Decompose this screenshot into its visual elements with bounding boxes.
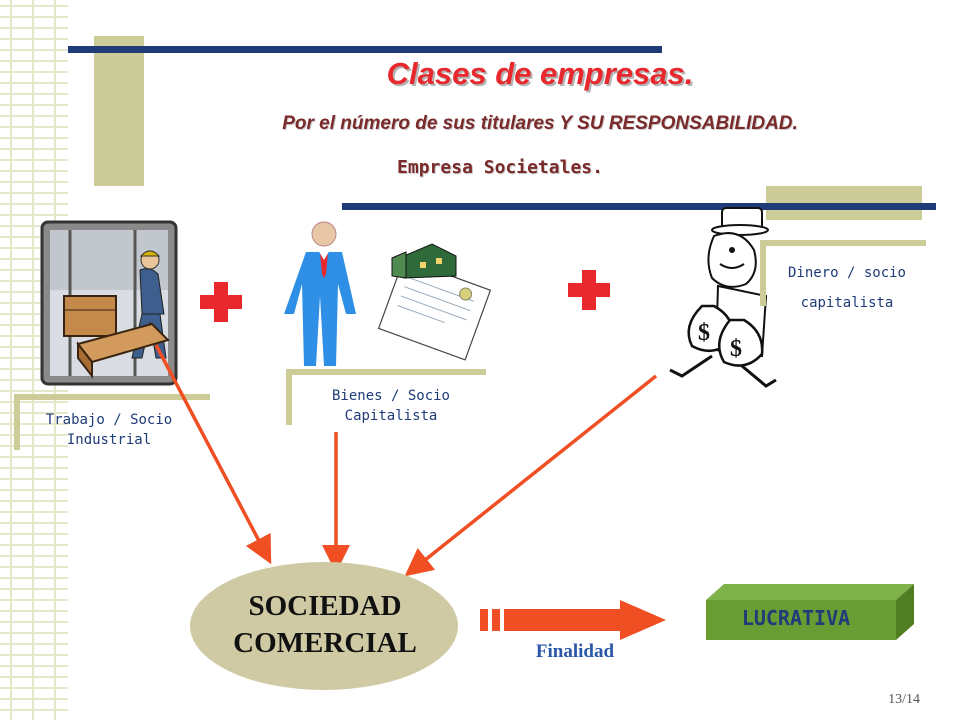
- svg-text:$: $: [730, 336, 742, 362]
- label-line: capitalista: [800, 295, 894, 311]
- input-label-trabajo: Trabajo / Socio Industrial: [24, 410, 194, 450]
- input-label-bienes: Bienes / Socio Capitalista: [298, 386, 484, 426]
- plus-icon: [568, 270, 610, 310]
- label-frame: [760, 240, 926, 306]
- olive-vertical-bar: [94, 36, 144, 186]
- businessman-with-deed-icon: [280, 216, 500, 372]
- lucrativa-label: LUCRATIVA: [741, 606, 851, 630]
- section-heading: Empresa Societales.: [397, 157, 603, 178]
- label-frame: [286, 369, 486, 425]
- navy-mid-rule: [342, 203, 936, 210]
- oval-line: SOCIEDAD: [248, 590, 402, 622]
- slide-title: Clases de empresas.: [386, 56, 694, 91]
- input-label-dinero: Dinero / socio capitalista: [772, 258, 922, 318]
- worker-lifting-boxes-icon: [40, 220, 178, 386]
- sociedad-comercial-label: SOCIEDAD COMERCIAL: [190, 588, 460, 662]
- page-number: 13/14: [888, 692, 920, 707]
- label-line: Dinero / socio: [787, 265, 906, 281]
- sociedad-comercial-oval: [190, 562, 458, 690]
- svg-text:$: $: [698, 320, 710, 346]
- label-line: Trabajo / Socio: [45, 412, 173, 428]
- lucrativa-box: [700, 582, 916, 642]
- arrow-dinero-to-sociedad: [404, 374, 658, 577]
- man-with-money-bags-icon: $ $: [662, 206, 782, 396]
- slide-subtitle: Por el número de sus titulares Y SU RESP…: [282, 113, 798, 134]
- oval-line: COMERCIAL: [233, 627, 417, 659]
- finalidad-label: Finalidad: [535, 641, 615, 662]
- finalidad-arrow-icon: [480, 598, 666, 642]
- label-line: Industrial: [66, 432, 152, 448]
- label-frame: [14, 394, 210, 450]
- label-line: Bienes / Socio: [331, 388, 450, 404]
- label-line: Capitalista: [344, 408, 438, 424]
- arrow-trabajo-to-sociedad: [154, 344, 272, 565]
- plus-icon: [200, 282, 242, 322]
- navy-top-rule: [68, 46, 662, 53]
